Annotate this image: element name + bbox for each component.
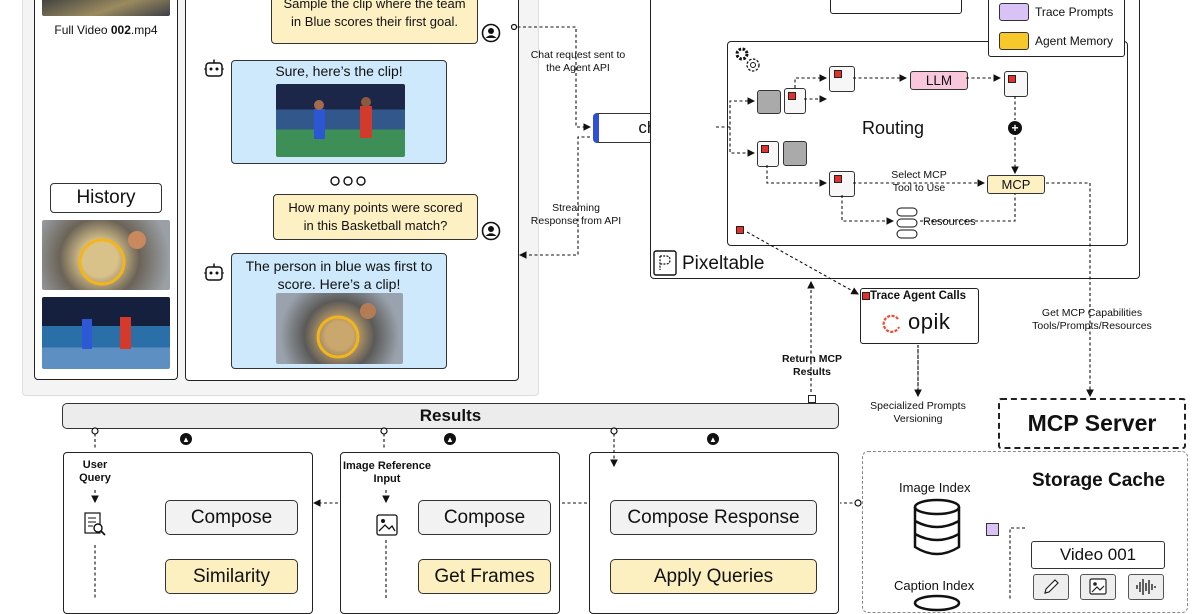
chat-request-note: Chat request sent to the Agent API bbox=[530, 49, 626, 74]
document-search-icon bbox=[83, 512, 107, 538]
agent-message-1: Sure, here’s the clip! bbox=[231, 60, 447, 164]
pencil-icon[interactable] bbox=[1033, 574, 1069, 600]
trace-agent-title: Trace Agent Calls bbox=[870, 290, 967, 302]
trace-prompt-marker bbox=[986, 523, 999, 536]
image-index-label: Image Index bbox=[899, 480, 971, 495]
routing-label: Routing bbox=[862, 118, 925, 138]
legend-label-trace: Trace Prompts bbox=[1035, 5, 1114, 19]
compose-button[interactable]: Compose bbox=[165, 500, 298, 535]
get-mcp-note: Get MCP Capabilities Tools/Prompts/Resou… bbox=[1032, 307, 1152, 332]
database-icon bbox=[912, 594, 962, 612]
user-avatar-icon bbox=[481, 221, 501, 241]
user-avatar-icon bbox=[481, 23, 501, 43]
gears-icon bbox=[732, 44, 764, 76]
legend-swatch-trace bbox=[999, 3, 1029, 21]
streaming-response-note: Streaming Response from API bbox=[530, 202, 622, 227]
results-port bbox=[808, 395, 816, 403]
select-mcp-note: Select MCP Tool to Use bbox=[891, 169, 947, 194]
image-icon bbox=[376, 514, 398, 536]
history-button[interactable]: History bbox=[50, 183, 162, 213]
mcp-input-node bbox=[829, 171, 855, 197]
return-mcp-note: Return MCP Results bbox=[781, 353, 843, 378]
typing-indicator-icon bbox=[330, 175, 366, 187]
history-thumbnail-1[interactable] bbox=[42, 220, 170, 290]
resources-stack-icon bbox=[896, 207, 918, 239]
image-reference-label: Image Reference Input bbox=[342, 460, 432, 485]
merge-plus-icon: + bbox=[1008, 121, 1022, 135]
red-marker bbox=[1008, 75, 1016, 83]
database-icon bbox=[912, 498, 962, 556]
image-icon[interactable] bbox=[1080, 574, 1116, 600]
resources-label: Resources bbox=[923, 216, 976, 228]
red-marker bbox=[862, 292, 870, 300]
mcp-server-box[interactable]: MCP Server bbox=[998, 398, 1186, 449]
red-marker bbox=[736, 226, 744, 234]
video-filename: Full Video 002.mp4 bbox=[54, 23, 158, 37]
agent-message-2: The person in blue was first to score. H… bbox=[231, 253, 447, 369]
trace-agent-panel bbox=[860, 288, 979, 344]
collapse-chevron-icon[interactable]: ▲ bbox=[707, 433, 719, 445]
compose-button[interactable]: Compose bbox=[418, 500, 551, 535]
user-query-label: User Query bbox=[79, 459, 111, 484]
specialized-prompts-note: Specialized Prompts Versioning bbox=[870, 400, 966, 425]
red-marker bbox=[834, 70, 842, 78]
red-marker bbox=[834, 175, 842, 183]
red-marker bbox=[761, 145, 769, 153]
apply-queries-button[interactable]: Apply Queries bbox=[610, 559, 817, 594]
llm-input-node bbox=[829, 66, 855, 92]
mcp-node[interactable]: MCP bbox=[987, 175, 1045, 194]
collapse-chevron-icon[interactable]: ▲ bbox=[444, 433, 456, 445]
clip-thumbnail-1[interactable] bbox=[276, 84, 405, 157]
agent-avatar-icon bbox=[203, 262, 225, 284]
results-bar: Results bbox=[62, 403, 839, 429]
agent-message-1-text: Sure, here’s the clip! bbox=[275, 63, 403, 79]
caption-index-label: Caption Index bbox=[894, 578, 975, 593]
legend-swatch-memory bbox=[999, 32, 1029, 50]
red-marker bbox=[788, 92, 796, 100]
route-node-grey-1 bbox=[757, 90, 781, 114]
pixeltable-label: Pixeltable bbox=[682, 253, 765, 274]
similarity-button[interactable]: Similarity bbox=[165, 559, 298, 594]
llm-node[interactable]: LLM bbox=[910, 71, 968, 90]
video-item-label[interactable]: Video 001 bbox=[1031, 541, 1165, 569]
agent-message-2-text: The person in blue was first to score. H… bbox=[245, 258, 433, 292]
legend-label-memory: Agent Memory bbox=[1035, 34, 1114, 48]
clip-thumbnail-2[interactable] bbox=[276, 293, 403, 364]
history-thumbnail-2[interactable] bbox=[42, 297, 170, 369]
user-message-1: Sample the clip where the team in Blue s… bbox=[271, 0, 478, 44]
opik-brand: opik bbox=[908, 309, 951, 334]
storage-cache-title: Storage Cache bbox=[1032, 470, 1166, 491]
opik-logo-icon bbox=[882, 313, 902, 333]
compose-response-button[interactable]: Compose Response bbox=[610, 500, 817, 535]
video-thumbnail-top[interactable] bbox=[42, 0, 170, 16]
collapse-chevron-icon[interactable]: ▲ bbox=[180, 433, 192, 445]
agent-avatar-icon bbox=[203, 58, 225, 80]
route-node-grey-2 bbox=[783, 141, 807, 166]
audio-waveform-icon[interactable] bbox=[1128, 574, 1164, 600]
pixeltable-logo-icon bbox=[653, 250, 677, 276]
get-frames-button[interactable]: Get Frames bbox=[418, 559, 551, 594]
user-message-2: How many points were scored in this Bask… bbox=[273, 194, 478, 240]
pixeltable-top-box bbox=[830, 0, 962, 14]
